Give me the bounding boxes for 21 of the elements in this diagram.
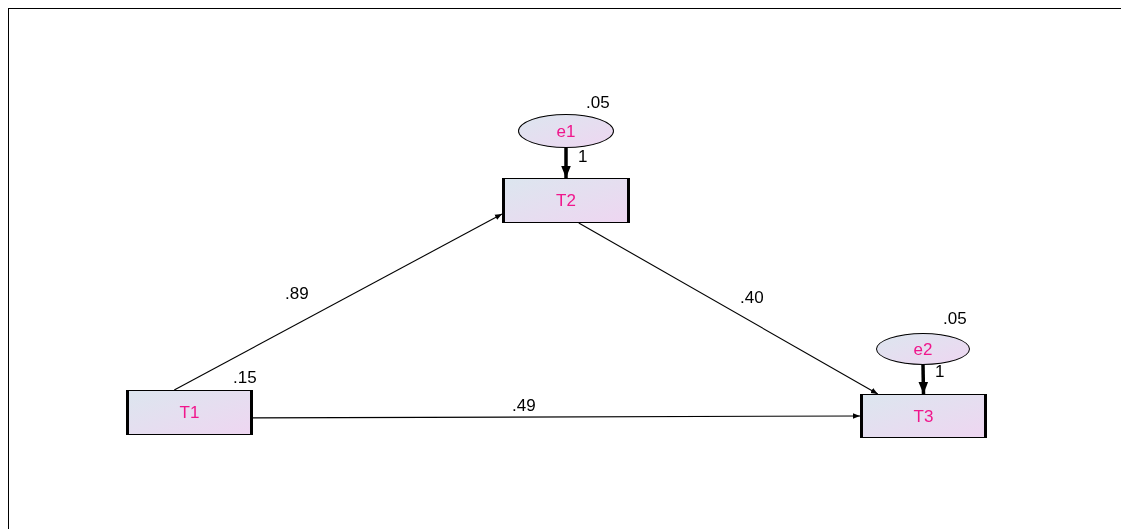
variable-box xyxy=(860,394,987,438)
arrow xyxy=(561,148,571,178)
variance-value: .15 xyxy=(233,369,257,386)
variable-name: T2 xyxy=(556,192,576,209)
arrow xyxy=(578,222,879,395)
path-coefficient: .89 xyxy=(285,285,309,302)
path-coefficient: .40 xyxy=(740,289,764,306)
arrow xyxy=(918,364,929,395)
path-coefficient: 1 xyxy=(935,363,945,380)
arrow xyxy=(252,413,861,419)
variable-name: e2 xyxy=(913,340,933,358)
arrow xyxy=(173,213,503,391)
path-coefficient: 1 xyxy=(578,148,588,165)
variable-box xyxy=(126,390,253,435)
variable-name: e1 xyxy=(556,122,576,140)
variable-name: T3 xyxy=(913,407,934,425)
variable-box xyxy=(502,178,630,223)
variance-value: .05 xyxy=(943,310,967,327)
variance-value: .05 xyxy=(586,94,610,111)
variable-name: T1 xyxy=(179,404,200,421)
path-coefficient: .49 xyxy=(512,397,536,414)
